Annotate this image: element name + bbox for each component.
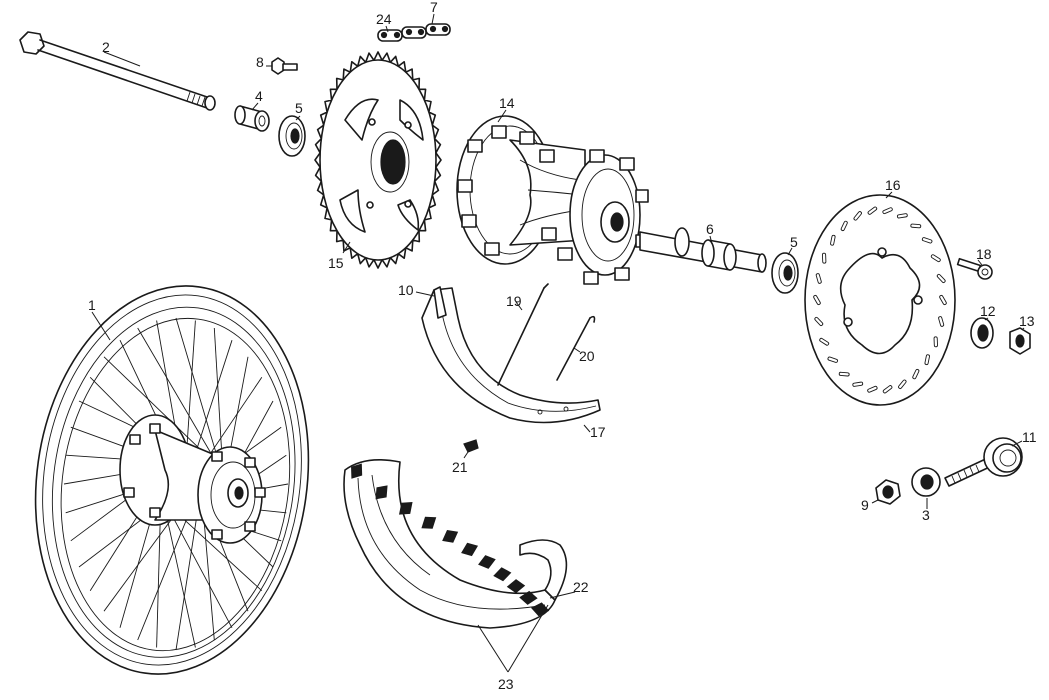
callout-17: 17 xyxy=(590,424,606,440)
callout-21: 21 xyxy=(452,459,468,475)
callout-20: 20 xyxy=(579,348,595,364)
callout-15: 15 xyxy=(328,255,344,271)
callout-3: 3 xyxy=(922,507,930,523)
callout-6: 6 xyxy=(706,221,714,237)
part-spindle xyxy=(639,227,767,273)
callout-1: 1 xyxy=(88,297,96,313)
part-washer-12 xyxy=(970,317,994,349)
callout-11: 11 xyxy=(1022,429,1037,445)
part-disc-bolt xyxy=(956,257,993,280)
callout-10: 10 xyxy=(398,282,414,298)
callout-18: 18 xyxy=(976,246,992,262)
part-sprocket xyxy=(314,51,442,269)
part-adjuster xyxy=(944,437,1023,487)
part-washer-3 xyxy=(911,467,941,497)
part-axle xyxy=(19,31,216,111)
part-hub xyxy=(456,115,649,285)
callout-24: 24 xyxy=(376,11,392,27)
callout-9: 9 xyxy=(861,497,869,513)
callout-2: 2 xyxy=(102,39,110,55)
part-wheel xyxy=(34,285,310,675)
callout-23: 23 xyxy=(498,676,514,692)
part-tyre xyxy=(343,459,568,629)
part-nipple xyxy=(463,439,479,453)
part-rim-band xyxy=(421,286,601,424)
callout-13: 13 xyxy=(1019,313,1035,329)
callout-22: 22 xyxy=(573,579,589,595)
callout-labels: 1 2 3 4 5 6 7 8 9 10 11 12 13 14 15 16 1… xyxy=(88,0,1037,692)
part-bearing-left xyxy=(278,115,306,157)
callout-5-right: 5 xyxy=(790,234,798,250)
part-spacer xyxy=(234,105,270,132)
part-bearing-right xyxy=(771,252,799,294)
part-bolt-small xyxy=(271,57,298,75)
callout-14: 14 xyxy=(499,95,515,111)
leader-lines xyxy=(91,13,1025,673)
part-nut-13 xyxy=(1009,327,1031,355)
part-brake-disc xyxy=(804,194,956,406)
callout-5-left: 5 xyxy=(295,100,303,116)
callout-12: 12 xyxy=(980,303,996,319)
callout-19: 19 xyxy=(506,293,522,309)
callout-8: 8 xyxy=(256,54,264,70)
callout-7: 7 xyxy=(430,0,438,15)
callout-16: 16 xyxy=(885,177,901,193)
part-spokes xyxy=(497,283,596,386)
part-nut-9 xyxy=(875,479,901,505)
callout-4: 4 xyxy=(255,88,263,104)
part-chain-links xyxy=(377,23,451,42)
